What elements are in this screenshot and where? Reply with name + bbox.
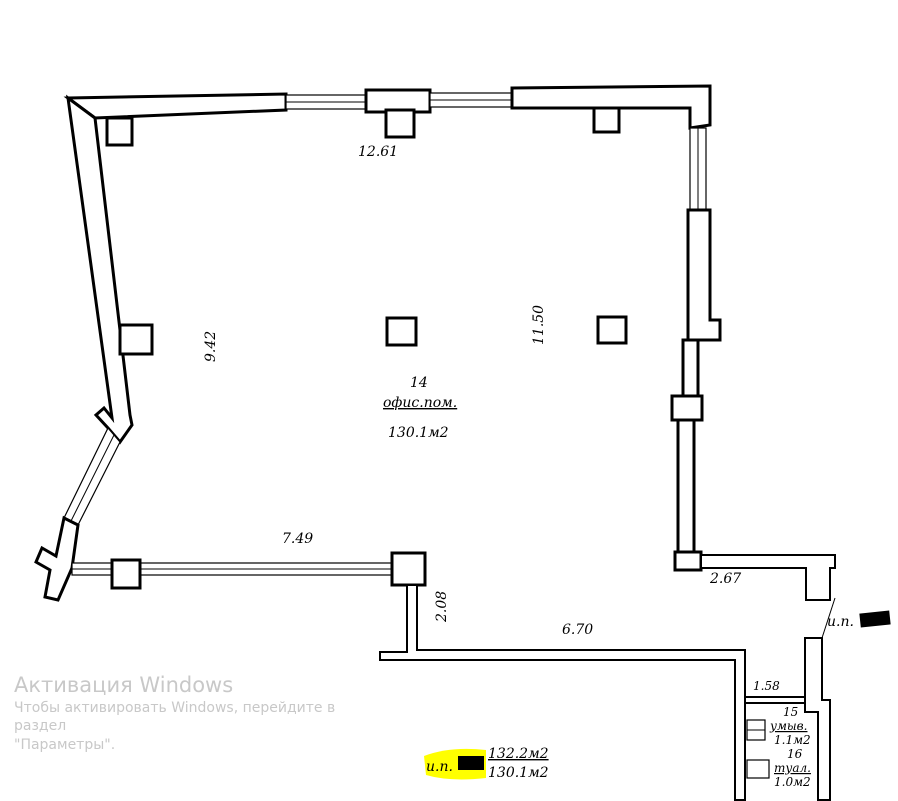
right-wall	[670, 127, 722, 572]
columns	[105, 106, 628, 356]
dim-bottom-left: 7.49	[282, 531, 313, 547]
room-14-number: 14	[410, 375, 428, 391]
watermark-line2: Чтобы активировать Windows, перейдите в …	[14, 700, 336, 735]
room-16-area: 1.0м2	[774, 775, 811, 789]
redaction-right	[859, 610, 891, 628]
left-wall	[34, 94, 134, 602]
summary-ip-label: и.п.	[426, 759, 453, 775]
bottom-wall	[71, 551, 427, 590]
room-14-name: офис.пом.	[383, 395, 457, 411]
ip-label-right: и.п.	[827, 614, 854, 630]
dim-corridor-height: 2.08	[434, 591, 450, 623]
room-16-name: туал.	[774, 761, 811, 775]
room-15-area: 1.1м2	[774, 733, 811, 747]
watermark-line3: "Параметры".	[14, 736, 116, 753]
windows-activation-watermark: Активация Windows Чтобы активировать Win…	[14, 672, 364, 754]
room-16-number: 16	[787, 747, 803, 761]
dim-corridor-length: 6.70	[562, 622, 593, 638]
corridor-walls	[379, 554, 836, 801]
dim-right-stub: 2.67	[709, 571, 741, 587]
dim-right: 11.50	[531, 305, 547, 345]
dim-top: 12.61	[358, 144, 398, 160]
redaction-summary	[458, 756, 484, 770]
watermark-title: Активация Windows	[14, 673, 234, 697]
dim-left: 9.42	[203, 331, 219, 362]
summary-total-area: 132.2м2	[488, 746, 549, 762]
room-15-number: 15	[783, 705, 798, 719]
dim-wc-width: 1.58	[753, 679, 780, 693]
room-14-area: 130.1м2	[388, 425, 449, 441]
summary-office-area: 130.1м2	[488, 765, 549, 781]
room-15-name: умыв.	[769, 719, 807, 733]
